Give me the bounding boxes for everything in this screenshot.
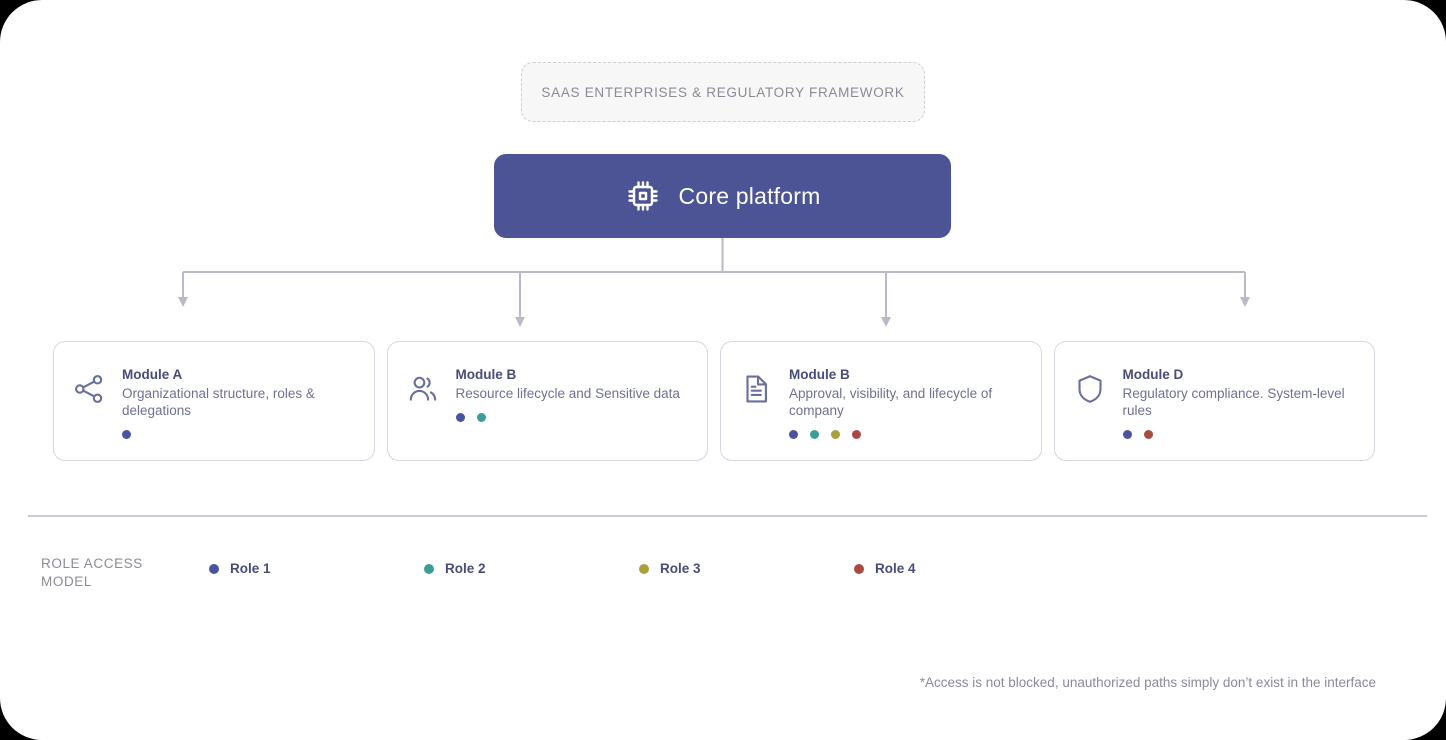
role-dot	[789, 430, 798, 439]
module-body: Module B Resource lifecycle and Sensitiv…	[455, 366, 690, 422]
legend-label: Role 4	[875, 561, 916, 576]
framework-banner: SAAS ENTERPRISES & REGULATORY FRAMEWORK	[521, 62, 925, 122]
core-platform-label: Core platform	[678, 182, 821, 209]
module-title: Module D	[1122, 367, 1184, 382]
core-platform-card[interactable]: Core platform	[494, 154, 951, 238]
module-description: Regulatory compliance. System-level rule…	[1122, 386, 1345, 418]
role-dot	[122, 430, 131, 439]
module-description: Approval, visibility, and lifecycle of c…	[789, 386, 993, 418]
legend-item[interactable]: Role 1	[209, 561, 424, 576]
module-card[interactable]: Module B Resource lifecycle and Sensitiv…	[386, 341, 708, 461]
module-body: Module A Organizational structure, roles…	[122, 366, 356, 439]
role-dot	[455, 413, 465, 422]
module-description: Organizational structure, roles & delega…	[122, 386, 315, 418]
module-card[interactable]: Module A Organizational structure, roles…	[53, 341, 375, 461]
document-text-icon	[739, 372, 773, 406]
module-body: Module B Approval, visibility, and lifec…	[789, 366, 1023, 439]
section-divider	[28, 515, 1427, 517]
legend-label: Role 2	[445, 561, 486, 576]
legend-item[interactable]: Role 3	[639, 561, 854, 576]
module-body: Module D Regulatory compliance. System-l…	[1122, 366, 1357, 439]
legend-label: Role 1	[230, 561, 271, 576]
module-card[interactable]: Module D Regulatory compliance. System-l…	[1053, 341, 1375, 461]
users-icon	[406, 372, 440, 406]
role-dot	[810, 430, 819, 439]
legend-dot	[639, 563, 649, 574]
module-title: Module A	[122, 367, 183, 382]
role-dot	[852, 430, 861, 439]
share-network-icon	[72, 372, 106, 406]
module-role-dots	[789, 430, 1023, 439]
legend-title: ROLE ACCESS MODEL	[41, 556, 143, 589]
module-description: Resource lifecycle and Sensitive data	[455, 386, 680, 401]
footnote-text: *Access is not blocked, unauthorized pat…	[919, 675, 1376, 690]
module-role-dots	[1122, 430, 1357, 439]
shield-icon	[1073, 372, 1107, 406]
role-dot	[476, 413, 486, 422]
module-role-dots	[455, 413, 690, 422]
role-dot	[831, 430, 840, 439]
module-role-dots	[122, 430, 356, 439]
module-card[interactable]: Module B Approval, visibility, and lifec…	[720, 341, 1042, 461]
module-title: Module B	[789, 367, 850, 382]
module-card-row: Module A Organizational structure, roles…	[53, 341, 1375, 461]
framework-label: SAAS ENTERPRISES & REGULATORY FRAMEWORK	[541, 84, 905, 100]
legend-item[interactable]: Role 4	[854, 561, 1069, 576]
module-title: Module B	[455, 367, 517, 382]
legend-items: Role 1 Role 2 Role 3 Role 4	[209, 561, 1069, 576]
cpu-chip-icon	[625, 178, 661, 214]
legend-dot	[854, 563, 864, 574]
role-access-legend: ROLE ACCESS MODEL Role 1 Role 2 Role 3 R…	[41, 552, 1041, 592]
role-dot	[1143, 430, 1153, 439]
legend-label: Role 3	[660, 561, 701, 576]
legend-item[interactable]: Role 2	[424, 561, 639, 576]
legend-dot	[209, 563, 219, 574]
legend-dot	[424, 563, 434, 574]
role-dot	[1122, 430, 1132, 439]
